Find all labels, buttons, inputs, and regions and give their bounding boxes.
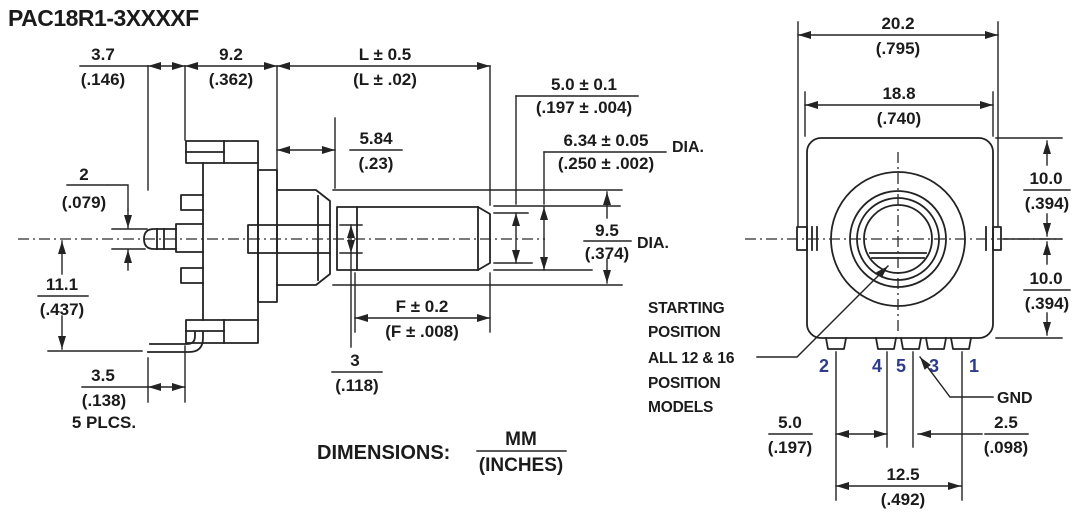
svg-text:5.0: 5.0 [778,413,802,432]
plcs-note: 5 PLCS. [72,413,136,432]
svg-text:(.138): (.138) [82,391,126,410]
svg-text:POSITION: POSITION [648,375,720,392]
svg-text:(.740): (.740) [877,109,921,128]
pin-label-5: 5 [896,356,906,376]
svg-text:(F ± .008): (F ± .008) [385,322,459,341]
svg-text:(.079): (.079) [62,193,106,212]
svg-text:STARTING: STARTING [648,300,725,317]
svg-text:5.84: 5.84 [359,129,393,148]
svg-text:2: 2 [79,165,88,184]
pin-pad-3 [924,336,948,350]
svg-text:(.492): (.492) [881,490,925,509]
dim-flat-length: F ± 0.2 (F ± .008) [354,297,491,341]
svg-text:9.2: 9.2 [219,45,243,64]
side-view-outline [18,140,545,353]
units-mm: MM [505,429,537,450]
dim-10-0-lower: 10.0 (.394) [1023,241,1071,336]
dim-shaft-length: L ± 0.5 (L ± .02) [276,45,491,89]
svg-text:ALL 12 & 16: ALL 12 & 16 [648,350,735,367]
dim-shaft-dia: 6.34 ± 0.05 (.250 ± .002) DIA. [540,131,704,271]
dim-18-8: 18.8 (.740) [804,84,994,137]
dim-3-7: 3.7 (.146) [79,45,186,89]
svg-text:L ± 0.5: L ± 0.5 [359,45,412,64]
svg-text:12.5: 12.5 [886,465,919,484]
dim-3-5: 3.5 (.138) 5 PLCS. [72,366,186,432]
svg-text:(.374): (.374) [585,244,629,263]
part-number-title: PAC18R1-3XXXXF [8,5,199,31]
dim-pin-12-5: 12.5 (.492) [835,465,962,509]
svg-text:(.795): (.795) [876,39,920,58]
svg-text:MODELS: MODELS [648,399,713,416]
pin-label-2: 2 [819,356,829,376]
svg-text:(.394): (.394) [1025,294,1069,313]
pin-label-4: 4 [872,356,882,376]
dim-bushing-dia: 9.5 (.374) DIA. [583,191,669,284]
dim-3: 3 (.118) [331,224,383,395]
svg-text:(.362): (.362) [209,70,253,89]
svg-text:20.2: 20.2 [881,14,914,33]
dim-20-2: 20.2 (.795) [797,14,999,227]
svg-text:10.0: 10.0 [1029,269,1062,288]
gnd-label: GND [997,390,1033,407]
bushing [276,189,331,286]
detent-block [247,224,278,254]
svg-text:F ± 0.2: F ± 0.2 [396,297,449,316]
front-view-outline [745,137,1062,350]
pin-pad-4 [874,336,898,350]
pin-pad-5 [899,336,923,350]
dim-9-2: 9.2 (.362) [184,45,278,89]
pin-pad-1 [949,336,973,350]
svg-text:(.098): (.098) [984,438,1028,457]
pin-label-1: 1 [969,356,979,376]
dim-pin-2-5: 2.5 (.098) [917,413,1029,457]
svg-text:POSITION: POSITION [648,324,720,341]
side-pin [143,228,177,250]
pin-numbers: 2 4 5 3 1 [819,356,979,376]
side-view-dimensions: 3.7 (.146) 9.2 (.362) L ± 0.5 (L ± .02) … [37,45,704,432]
units-inches: (INCHES) [479,455,563,476]
front-view-dimensions: 20.2 (.795) 18.8 (.740) 10.0 (.394) 10.0 [648,14,1071,509]
body-notch-lower [180,267,204,284]
svg-text:(.23): (.23) [359,154,394,173]
svg-text:11.1: 11.1 [46,275,78,294]
dim-pin-5-0: 5.0 (.197) [768,413,888,457]
svg-text:10.0: 10.0 [1029,169,1062,188]
svg-text:(L ± .02): (L ± .02) [353,70,417,89]
pin-slot [175,223,204,253]
mounting-flange [257,169,278,303]
dim-10-0-upper: 10.0 (.394) [995,137,1071,339]
dimensions-label: DIMENSIONS: [317,442,450,464]
svg-text:3.5: 3.5 [91,366,115,385]
dim-flat-5-0: 5.0 ± 0.1 (.197 ± .004) [512,75,639,264]
dim-11-1: 11.1 (.437) [37,240,89,350]
pin-pad-2 [824,336,848,350]
starting-position-note: STARTING POSITION ALL 12 & 16 POSITION M… [648,265,889,416]
svg-text:(.197): (.197) [768,438,812,457]
svg-text:3: 3 [350,351,359,370]
svg-text:(.197 ± .004): (.197 ± .004) [536,98,632,117]
svg-text:2.5: 2.5 [994,413,1018,432]
svg-text:(.394): (.394) [1025,194,1069,213]
body-notch-upper [180,194,204,211]
svg-text:(.437): (.437) [40,300,84,319]
svg-text:DIA.: DIA. [672,139,704,156]
svg-text:3.7: 3.7 [91,45,115,64]
bracket-foot [149,331,196,345]
gnd-callout: GND [919,356,1033,407]
pin-label-3: 3 [929,356,939,376]
svg-text:6.34 ± 0.05: 6.34 ± 0.05 [564,131,649,150]
svg-text:(.250 ± .002): (.250 ± .002) [558,154,654,173]
svg-text:18.8: 18.8 [882,84,915,103]
dim-5-84: 5.84 (.23) [276,129,403,173]
svg-text:(.118): (.118) [335,376,378,395]
svg-text:5.0 ± 0.1: 5.0 ± 0.1 [551,75,617,94]
units-note: DIMENSIONS: MM (INCHES) [317,429,567,476]
dim-pin-offset: 2 (.079) [62,165,132,271]
svg-text:DIA.: DIA. [637,235,669,252]
svg-text:9.5: 9.5 [595,221,619,240]
svg-text:(.146): (.146) [81,70,125,89]
